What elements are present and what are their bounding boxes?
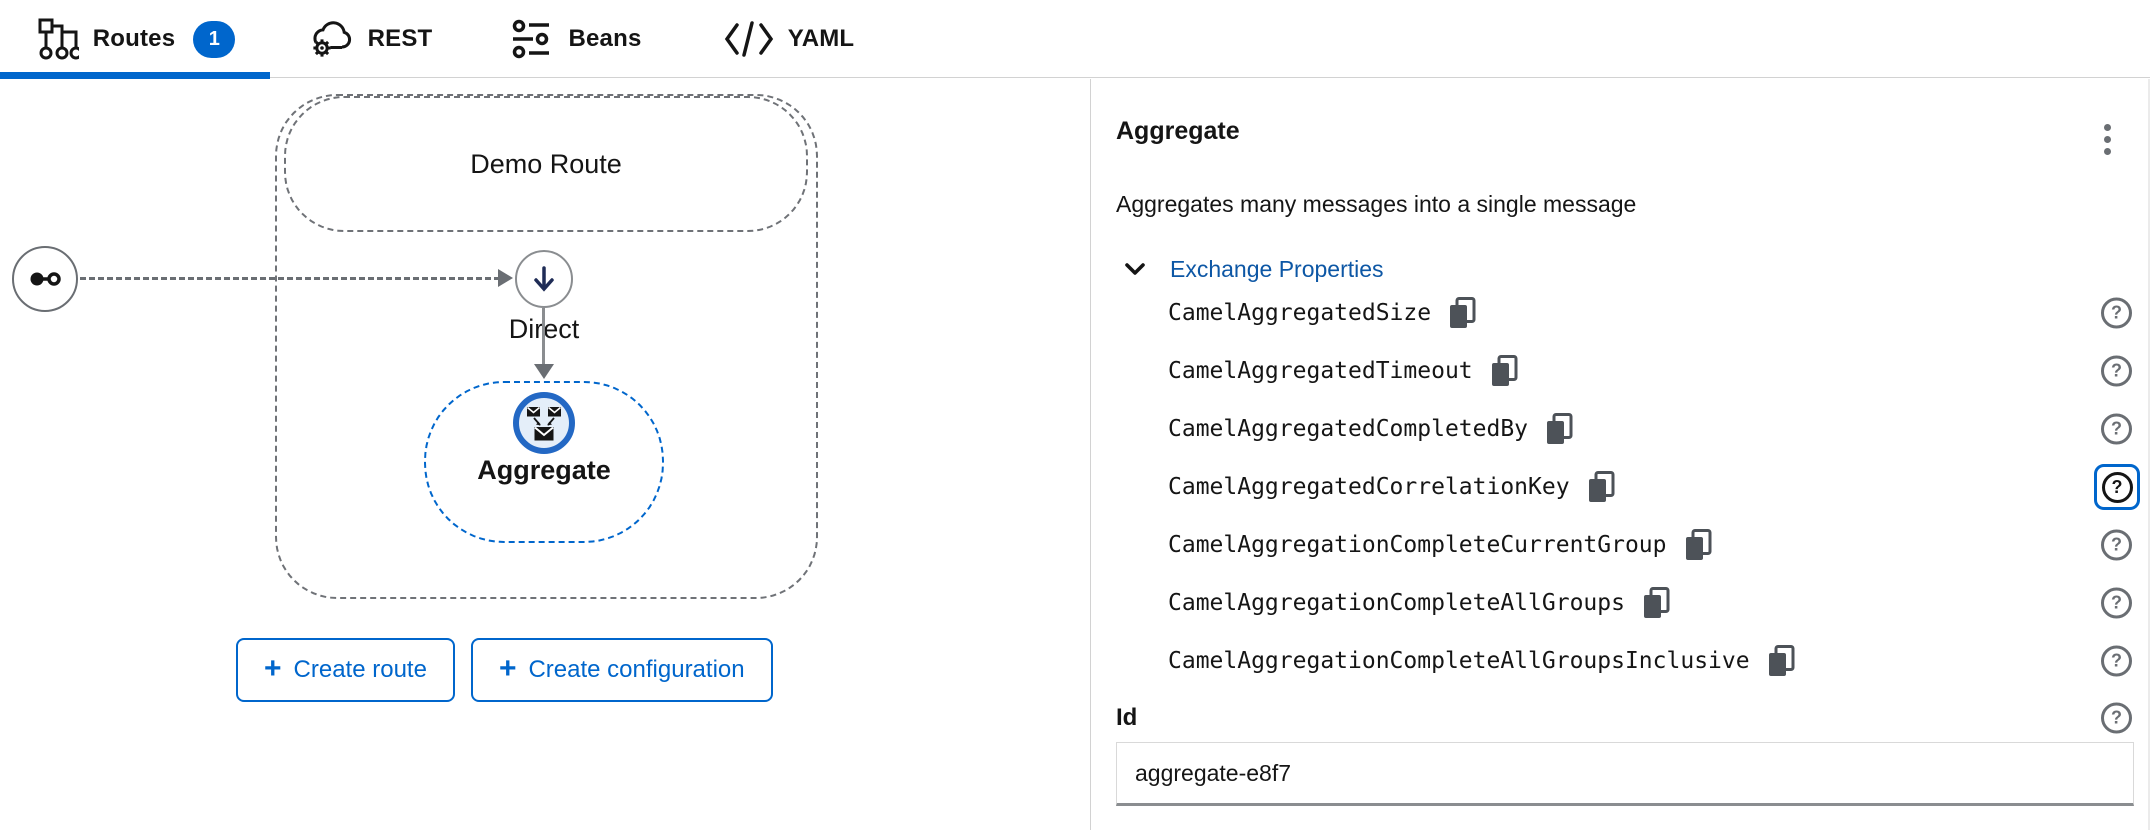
route-canvas[interactable]: Demo Route Direct (0, 79, 1090, 830)
property-row: CamelAggregatedTimeout ? (1091, 342, 2148, 400)
route-start-node[interactable] (12, 246, 78, 312)
tab-routes-label: Routes (92, 25, 176, 52)
tab-yaml-label: YAML (787, 25, 855, 52)
exchange-properties-toggle[interactable]: Exchange Properties (1116, 251, 1384, 287)
copy-icon[interactable] (1447, 296, 1477, 330)
copy-icon[interactable] (1489, 354, 1519, 388)
property-row: CamelAggregationCompleteCurrentGroup ? (1091, 516, 2148, 574)
property-row: CamelAggregationCompleteAllGroupsInclusi… (1091, 632, 2148, 690)
help-icon-focused[interactable]: ? (2101, 471, 2133, 503)
tab-beans[interactable]: Beans (470, 0, 682, 78)
help-icon[interactable]: ? (2101, 413, 2132, 445)
property-name: CamelAggregationCompleteCurrentGroup (1168, 532, 1667, 558)
property-name: CamelAggregatedSize (1168, 300, 1432, 326)
aggregate-node[interactable] (513, 392, 575, 454)
create-configuration-button[interactable]: + Create configuration (470, 638, 773, 702)
route-title-band[interactable]: Demo Route (284, 96, 808, 232)
rest-cloud-gear-icon (312, 21, 351, 57)
create-configuration-button-label: Create configuration (528, 656, 745, 683)
help-icon[interactable]: ? (2101, 355, 2132, 387)
tab-yaml[interactable]: YAML (682, 0, 896, 78)
property-name: CamelAggregatedCompletedBy (1168, 416, 1529, 442)
canvas-action-buttons: + Create route + Create configuration (236, 638, 773, 702)
help-icon[interactable]: ? (2101, 529, 2132, 561)
edge-arrowhead-down (534, 364, 554, 379)
copy-icon[interactable] (1544, 412, 1574, 446)
property-row-focused: CamelAggregatedCorrelationKey ? (1091, 458, 2148, 516)
tab-beans-label: Beans (568, 25, 642, 52)
help-icon[interactable]: ? (2101, 297, 2132, 329)
kebab-menu-icon[interactable] (2097, 117, 2117, 161)
property-name: CamelAggregatedTimeout (1168, 358, 1473, 384)
copy-icon[interactable] (1683, 528, 1713, 562)
exchange-properties-list: CamelAggregatedSize ? CamelAggregatedTim… (1091, 284, 2148, 690)
direct-node[interactable] (515, 250, 573, 308)
id-field-row: Id ? (1091, 695, 2148, 741)
plus-icon: + (498, 652, 517, 685)
help-icon-focus-ring: ? (2094, 464, 2140, 510)
copy-icon[interactable] (1766, 644, 1796, 678)
create-route-button-label: Create route (293, 656, 427, 683)
chevron-down-icon (1125, 263, 1145, 275)
property-name: CamelAggregatedCorrelationKey (1168, 474, 1570, 500)
help-icon[interactable]: ? (2101, 645, 2132, 677)
aggregate-icon (526, 406, 562, 441)
plus-icon: + (264, 652, 282, 685)
panel-description: Aggregates many messages into a single m… (1116, 191, 1637, 217)
tab-rest-label: REST (367, 25, 433, 52)
aggregate-selection-outline (424, 381, 664, 543)
edge-start-to-direct (80, 277, 500, 280)
property-name: CamelAggregationCompleteAllGroupsInclusi… (1168, 648, 1750, 674)
property-row: CamelAggregatedCompletedBy ? (1091, 400, 2148, 458)
copy-icon[interactable] (1641, 586, 1671, 620)
route-title: Demo Route (470, 148, 622, 179)
property-name: CamelAggregationCompleteAllGroups (1168, 590, 1625, 616)
exchange-properties-link[interactable]: Exchange Properties (1170, 255, 1384, 282)
route-group-container[interactable] (275, 94, 818, 599)
help-icon[interactable]: ? (2101, 702, 2132, 734)
routes-icon (38, 18, 79, 60)
id-field-label: Id (1116, 704, 1138, 731)
tab-rest[interactable]: REST (270, 0, 470, 78)
copy-icon[interactable] (1586, 470, 1616, 504)
properties-panel: Aggregate Aggregates many messages into … (1090, 79, 2150, 830)
panel-title: Aggregate (1116, 117, 1240, 145)
aggregate-node-label: Aggregate (477, 455, 611, 485)
tab-bar: Routes 1 REST (0, 0, 2150, 79)
property-row: CamelAggregatedSize ? (1091, 284, 2148, 342)
edge-direct-to-aggregate (542, 308, 545, 366)
id-input[interactable] (1116, 742, 2134, 806)
beans-icon (513, 19, 550, 59)
yaml-code-icon (724, 21, 773, 57)
routes-count-badge: 1 (193, 20, 236, 58)
edge-arrowhead-right (498, 269, 513, 287)
tab-routes[interactable]: Routes 1 (0, 0, 270, 79)
help-icon[interactable]: ? (2101, 587, 2132, 619)
create-route-button[interactable]: + Create route (236, 638, 455, 702)
route-endpoint-icon (30, 272, 61, 286)
direct-arrow-down-icon (534, 266, 554, 292)
property-row: CamelAggregationCompleteAllGroups ? (1091, 574, 2148, 632)
